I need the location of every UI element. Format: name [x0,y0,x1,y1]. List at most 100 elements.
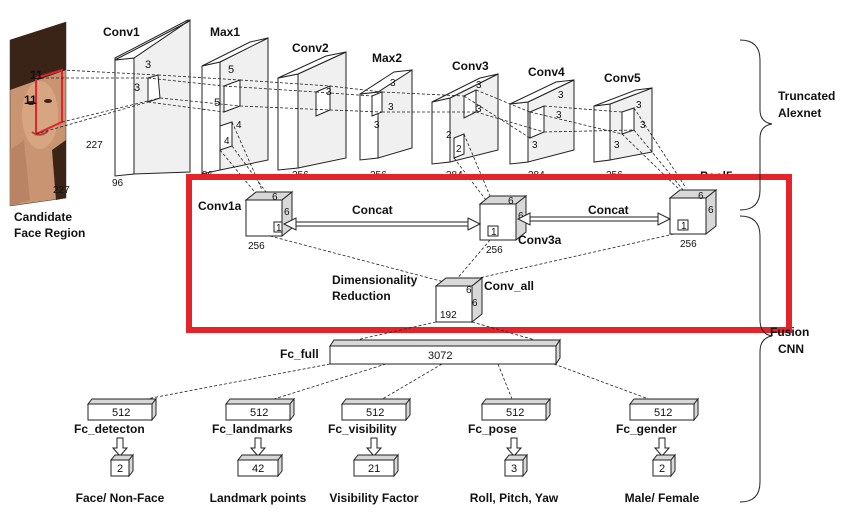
head-out: 3 [511,463,517,475]
fc-full-units: 3072 [428,350,452,362]
conv1a-marker: 1 [276,223,282,234]
conv4-kernel-a: 3 [558,90,564,101]
input-kernel-h: 11 [24,93,37,107]
head-out-box [353,459,395,477]
conv5-block [593,87,653,163]
head-arrow [505,437,523,457]
max2-kernel-b: 3 [388,102,394,113]
head-fc-box [481,403,547,421]
conv-all-label: Conv_all [484,279,534,293]
head-task: Face/ Non-Face [76,491,165,505]
conv-all-size-b: 6 [472,298,478,309]
head-task: Visibility Factor [329,491,418,505]
pool5-marker: 1 [681,221,687,232]
head-arrow [653,437,671,457]
head-connector [373,363,443,405]
head-units: 512 [250,407,268,419]
dim-reduction-label-1: Dimensionality [332,273,418,287]
pool5-size-b: 6 [708,205,714,216]
pool5-size-a: 6 [698,191,704,202]
head-fc-box [341,403,407,421]
dim-reduction-lines [269,233,675,285]
input-caption-line2: Face Region [14,226,85,240]
head-connector [497,363,515,405]
head-fc-box [629,403,695,421]
conv3-small-kernel-b: 2 [456,144,462,155]
conv3a-marker: 1 [491,227,497,238]
conv1-kernel-b: 3 [134,82,140,94]
head-arrow [365,437,383,457]
head-arrow [111,437,129,457]
fusion-label-2: CNN [778,342,804,356]
head-connector [119,363,331,405]
head-units: 512 [366,407,384,419]
pool5-depth: 256 [680,239,697,250]
conv5-kernel-a: 3 [636,100,642,111]
max1-kernel-a: 5 [228,64,234,76]
conv3-small-kernel-a: 2 [446,130,452,141]
conv1a-size-b: 6 [284,207,290,218]
input-size-w: 227 [53,185,70,196]
conv2-kernel: 3 [326,87,332,98]
conv1-kernel-a: 3 [145,59,151,71]
conv1-block [114,19,191,177]
head-connector [553,363,663,405]
conv-all-cube [434,276,484,324]
conv1a-label: Conv1a [198,199,242,213]
conv4-block [509,79,575,165]
fusion-brace [739,215,773,503]
conv-all-depth: 192 [440,310,457,321]
conv2-label: Conv2 [292,41,329,55]
head-out-box [237,459,279,477]
conv1-depth: 96 [112,178,124,189]
conv5-kernel-b: 3 [640,120,646,131]
max2-block [359,69,413,161]
face-image [9,21,67,207]
max1-label: Max1 [210,25,240,39]
pool5-cube [668,188,718,236]
head-out-box [504,459,524,477]
fc-full-label: Fc_full [280,347,319,361]
conv1a-cube [244,190,294,238]
conv3a-depth: 256 [486,245,503,256]
max1-kernel-b: 5 [214,97,220,109]
head-out: 42 [252,463,264,475]
conv5-label: Conv5 [604,71,641,85]
head-name: Fc_pose [468,422,517,436]
input-caption-line1: Candidate [14,210,72,224]
conv1-label: Conv1 [103,25,140,39]
max1-block [201,37,269,175]
conv1a-size-a: 6 [272,192,278,203]
fusion-label-1: Fusion [770,325,809,339]
conv3a-cube [478,194,528,242]
conv3-block [431,73,499,165]
head-name: Fc_landmarks [212,422,293,436]
conv3a-label: Conv3a [518,233,562,247]
head-out: 2 [659,463,665,475]
head-connector [257,363,387,405]
head-task: Landmark points [210,491,307,505]
concat-label-1: Concat [352,203,393,217]
head-name: Fc_visibility [328,422,397,436]
input-kernel-w: 11 [30,68,43,82]
concat-arrow-1 [282,217,482,231]
head-fc-box [87,403,153,421]
concat-label-2: Concat [588,203,629,217]
conv4-kernel-b: 3 [556,110,562,121]
head-name: Fc_gender [616,422,677,436]
conv3-label: Conv3 [452,59,489,73]
dim-reduction-label-2: Reduction [332,289,391,303]
head-fc-box [225,403,291,421]
conv4-label: Conv4 [528,65,565,79]
conv3a-size-b: 6 [518,211,524,222]
max1-small-kernel-a: 4 [236,120,242,131]
highlight-box [186,174,792,333]
truncated-label-2: Alexnet [778,106,821,120]
head-units: 512 [112,407,130,419]
